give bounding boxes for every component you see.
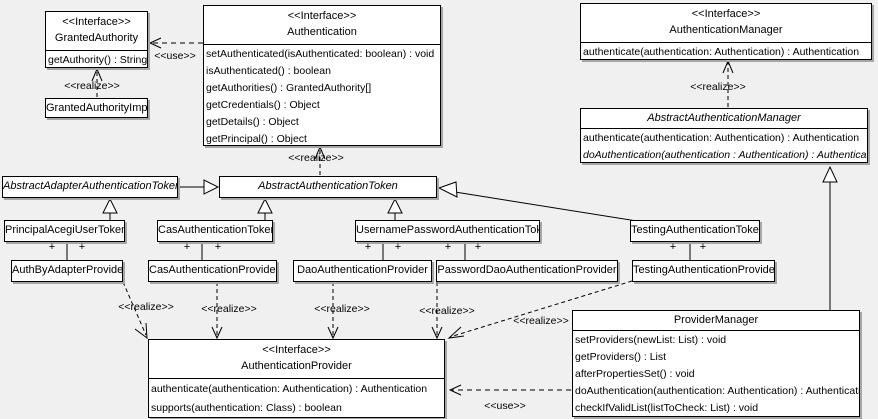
class-name: AuthenticationProvider bbox=[241, 360, 352, 372]
class-granted-authority-impl[interactable]: GrantedAuthorityImpl bbox=[45, 98, 148, 118]
realize-label-casauthenticationprovider: <<realize>> bbox=[201, 303, 257, 315]
method: checkIfValidList(listToCheck: List) : vo… bbox=[575, 402, 759, 414]
class-abstract-authentication-token[interactable]: AbstractAuthenticationToken bbox=[219, 176, 437, 198]
gen-arrow-abstractadapter-to-abstracttoken bbox=[178, 179, 220, 195]
method: getPrincipal() : Object bbox=[206, 133, 307, 145]
method-abstract: doAuthentication(authentication : Authen… bbox=[583, 149, 867, 161]
class-testing-authentication-provider[interactable]: TestingAuthenticationProvider bbox=[632, 260, 775, 282]
class-testing-authentication-token[interactable]: TestingAuthenticationToken bbox=[630, 220, 760, 242]
class-authentication-manager[interactable]: <<Interface>> AuthenticationManager auth… bbox=[580, 3, 872, 60]
stereotype-label: <<Interface>> bbox=[262, 344, 331, 356]
stereotype-label: <<Interface>> bbox=[287, 10, 357, 22]
multiplicity-plus: + bbox=[183, 241, 191, 253]
realize-label-passworddaoprovider: <<realize>> bbox=[419, 305, 475, 317]
realize-arrow-abstractauthenticationmanager bbox=[722, 59, 734, 107]
gen-arrow-testingauthenticationtoken bbox=[437, 181, 638, 222]
class-provider-manager[interactable]: ProviderManager setProviders(newList: Li… bbox=[572, 310, 860, 417]
gen-arrow-providermanager bbox=[822, 165, 838, 310]
method: supports(authentication: Class) : boolea… bbox=[151, 402, 342, 414]
method: doAuthentication(authentication: Authent… bbox=[575, 385, 859, 397]
method: getAuthorities() : GrantedAuthority[] bbox=[206, 82, 372, 94]
class-name: DaoAuthenticationProvider bbox=[297, 264, 428, 276]
class-name: AbstractAdapterAuthenticationToken bbox=[3, 180, 178, 192]
realize-arrow-authbyadapterprovider bbox=[122, 281, 148, 340]
class-abstract-authentication-manager[interactable]: AbstractAuthenticationManager authentica… bbox=[580, 108, 868, 163]
use-arrow-providermanager-authenticationprovider bbox=[448, 384, 571, 396]
use-arrow-authentication-grantedauthority bbox=[148, 37, 203, 49]
multiplicity-plus: + bbox=[444, 241, 452, 253]
realize-label-abstractauthenticationtoken: <<realize>> bbox=[288, 152, 344, 164]
gen-arrow-casauthenticationtoken bbox=[257, 197, 273, 220]
realize-label-testingprovider: <<realize>> bbox=[513, 315, 569, 327]
realize-label-daoauthenticationprovider: <<realize>> bbox=[314, 303, 370, 315]
class-name: AbstractAuthenticationManager bbox=[647, 112, 801, 124]
class-name: AuthByAdapterProvider bbox=[12, 264, 123, 276]
class-cas-authentication-provider[interactable]: CasAuthenticationProvider bbox=[148, 260, 277, 282]
method: getProviders() : List bbox=[575, 351, 667, 363]
gen-arrow-usernamepasswordtoken bbox=[387, 197, 403, 220]
class-name: UsernamePasswordAuthenticationToken bbox=[356, 224, 540, 236]
method: getCredentials() : Object bbox=[206, 99, 320, 111]
realize-arrow-grantedauthorityimpl bbox=[91, 67, 103, 97]
multiplicity-plus: + bbox=[78, 241, 86, 253]
method: getAuthority() : String bbox=[48, 54, 147, 66]
method: getDetails() : Object bbox=[206, 116, 299, 128]
realize-arrow-abstractauthenticationtoken bbox=[314, 145, 326, 175]
class-principal-acegi-user-token[interactable]: PrincipalAcegiUserToken bbox=[4, 220, 125, 242]
class-name: CasAuthenticationToken bbox=[158, 224, 273, 236]
realize-label-grantedauthorityimpl: <<realize>> bbox=[64, 80, 120, 92]
class-name: AbstractAuthenticationToken bbox=[258, 180, 398, 192]
realize-arrow-testingprovider bbox=[447, 280, 633, 339]
method: authenticate(authentication: Authenticat… bbox=[151, 383, 428, 395]
multiplicity-plus: + bbox=[669, 241, 677, 253]
multiplicity-plus: + bbox=[474, 241, 482, 253]
method: authenticate(authentication: Authenticat… bbox=[583, 46, 860, 58]
class-name: AuthenticationManager bbox=[669, 24, 783, 36]
multiplicity-plus: + bbox=[364, 241, 372, 253]
stereotype-label: <<Interface>> bbox=[62, 16, 131, 28]
gen-arrow-principalacegiusertoken bbox=[102, 197, 118, 220]
class-name: GrantedAuthority bbox=[54, 32, 139, 44]
class-name: CasAuthenticationProvider bbox=[149, 264, 277, 276]
class-abstract-adapter-authentication-token[interactable]: AbstractAdapterAuthenticationToken bbox=[2, 176, 178, 198]
assoc-lines-token-provider bbox=[66, 242, 691, 260]
method: isAuthenticated() : boolean bbox=[206, 65, 331, 77]
method: setAuthenticated(isAuthenticated: boolea… bbox=[206, 48, 435, 60]
class-name: GrantedAuthorityImpl bbox=[46, 102, 148, 114]
use-label-providermanager: <<use>> bbox=[484, 400, 526, 412]
method: setProviders(newList: List) : void bbox=[575, 334, 727, 346]
class-name: TestingAuthenticationProvider bbox=[633, 264, 775, 276]
realize-arrow-passworddaoprovider bbox=[431, 282, 443, 340]
class-authentication-provider[interactable]: <<Interface>> AuthenticationProvider aut… bbox=[148, 339, 445, 418]
realize-label-authbyadapterprovider: <<realize>> bbox=[118, 301, 174, 313]
use-label-authentication: <<use>> bbox=[154, 50, 196, 62]
realize-arrow-daoauthenticationprovider bbox=[327, 282, 339, 340]
method: authenticate(authentication: Authenticat… bbox=[583, 132, 860, 144]
realize-arrow-casauthenticationprovider bbox=[211, 282, 223, 340]
multiplicity-plus: + bbox=[214, 241, 222, 253]
realize-label-abstractauthenticationmanager: <<realize>> bbox=[690, 81, 746, 93]
stereotype-label: <<Interface>> bbox=[691, 8, 761, 20]
class-authentication[interactable]: <<Interface>> Authentication setAuthenti… bbox=[203, 5, 441, 146]
class-cas-authentication-token[interactable]: CasAuthenticationToken bbox=[157, 220, 273, 242]
class-username-password-authentication-token[interactable]: UsernamePasswordAuthenticationToken bbox=[355, 220, 540, 242]
class-name: ProviderManager bbox=[673, 314, 759, 326]
class-password-dao-authentication-provider[interactable]: PasswordDaoAuthenticationProvider bbox=[436, 260, 618, 282]
multiplicity-plus: + bbox=[699, 241, 707, 253]
class-auth-by-adapter-provider[interactable]: AuthByAdapterProvider bbox=[11, 260, 123, 282]
class-name: Authentication bbox=[287, 26, 357, 38]
method: afterPropertiesSet() : void bbox=[575, 368, 695, 380]
multiplicity-plus: + bbox=[394, 241, 402, 253]
class-name: PrincipalAcegiUserToken bbox=[5, 224, 125, 236]
class-name: TestingAuthenticationToken bbox=[631, 224, 760, 236]
class-granted-authority[interactable]: <<Interface>> GrantedAuthority getAuthor… bbox=[45, 11, 148, 68]
class-dao-authentication-provider[interactable]: DaoAuthenticationProvider bbox=[293, 260, 432, 282]
multiplicity-plus: + bbox=[48, 241, 56, 253]
class-name: PasswordDaoAuthenticationProvider bbox=[437, 264, 617, 276]
